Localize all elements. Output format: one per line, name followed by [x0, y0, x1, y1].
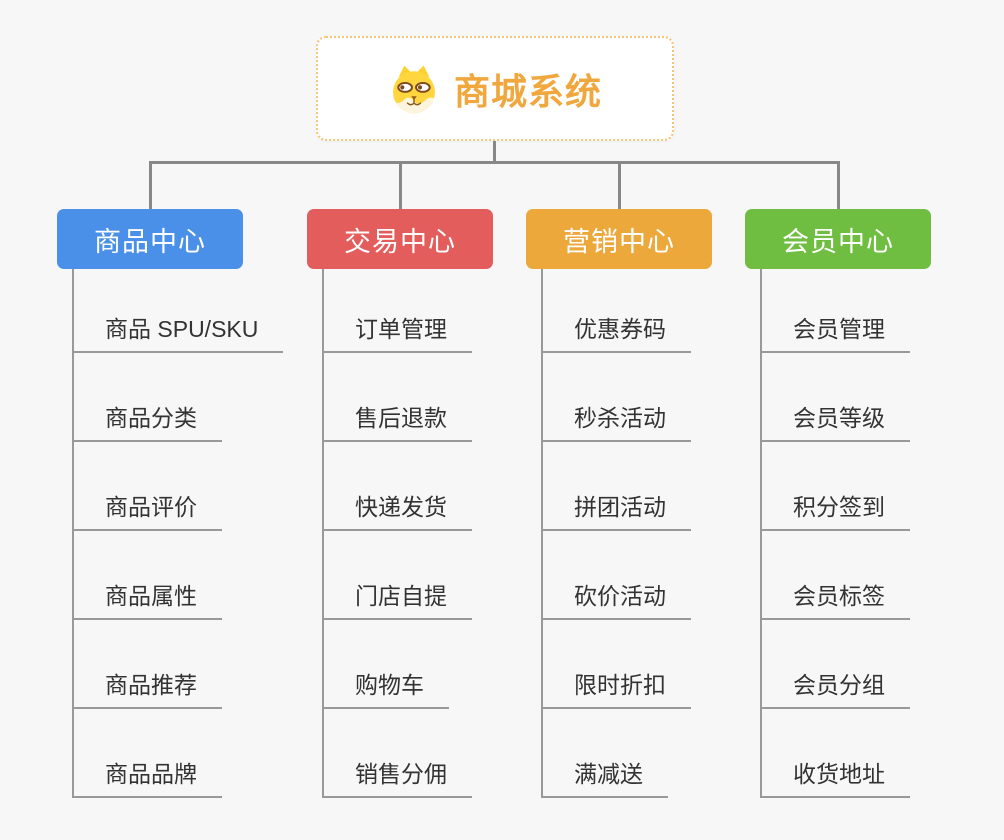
- branch-trunk-line: [72, 269, 74, 798]
- branch-trunk-line: [322, 269, 324, 798]
- leaf-node[interactable]: 秒杀活动: [541, 396, 691, 442]
- branch-trunk-line: [760, 269, 762, 798]
- leaf-node[interactable]: 满减送: [541, 752, 668, 798]
- leaf-node[interactable]: 门店自提: [322, 574, 472, 620]
- leaf-node[interactable]: 销售分佣: [322, 752, 472, 798]
- leaf-node[interactable]: 商品分类: [72, 396, 222, 442]
- leaf-node[interactable]: 购物车: [322, 663, 449, 709]
- branch-column-member-center: 会员管理 会员等级 积分签到 会员标签 会员分组 收货地址: [760, 269, 990, 800]
- dog-face-icon: [393, 65, 435, 113]
- connector-drop-branch-3: [618, 161, 621, 209]
- connector-drop-branch-4: [837, 161, 840, 209]
- branch-trunk-line: [541, 269, 543, 798]
- branch-node-member-center[interactable]: 会员中心: [745, 209, 931, 269]
- root-node[interactable]: 商城系统: [316, 36, 674, 141]
- leaf-node[interactable]: 拼团活动: [541, 485, 691, 531]
- leaf-node[interactable]: 商品评价: [72, 485, 222, 531]
- branch-node-product-center[interactable]: 商品中心: [57, 209, 243, 269]
- leaf-node[interactable]: 商品 SPU/SKU: [72, 307, 284, 353]
- leaf-node[interactable]: 优惠券码: [541, 307, 691, 353]
- connector-horizontal-rail: [149, 161, 840, 164]
- leaf-node[interactable]: 商品属性: [72, 574, 222, 620]
- leaf-node[interactable]: 会员等级: [760, 396, 910, 442]
- leaf-node[interactable]: 砍价活动: [541, 574, 691, 620]
- connector-drop-branch-1: [149, 161, 152, 209]
- connector-drop-branch-2: [399, 161, 402, 209]
- leaf-node[interactable]: 会员分组: [760, 663, 910, 709]
- leaf-node[interactable]: 订单管理: [322, 307, 472, 353]
- branch-node-marketing-center[interactable]: 营销中心: [526, 209, 712, 269]
- leaf-node[interactable]: 会员标签: [760, 574, 910, 620]
- leaf-node[interactable]: 商品推荐: [72, 663, 222, 709]
- root-title: 商城系统: [453, 70, 602, 112]
- leaf-node[interactable]: 收货地址: [760, 752, 910, 798]
- leaf-node[interactable]: 售后退款: [322, 396, 472, 442]
- leaf-node[interactable]: 商品品牌: [72, 752, 222, 798]
- branch-column-trade-center: 订单管理 售后退款 快递发货 门店自提 购物车 销售分佣: [322, 269, 552, 800]
- leaf-node[interactable]: 快递发货: [322, 485, 472, 531]
- branch-column-marketing-center: 优惠券码 秒杀活动 拼团活动 砍价活动 限时折扣 满减送: [541, 269, 771, 800]
- branch-column-product-center: 商品 SPU/SKU 商品分类 商品评价 商品属性 商品推荐 商品品牌: [72, 269, 302, 800]
- leaf-node[interactable]: 积分签到: [760, 485, 910, 531]
- branch-node-trade-center[interactable]: 交易中心: [307, 209, 493, 269]
- connector-root-stub: [493, 141, 496, 162]
- leaf-node[interactable]: 限时折扣: [541, 663, 691, 709]
- leaf-node[interactable]: 会员管理: [760, 307, 910, 353]
